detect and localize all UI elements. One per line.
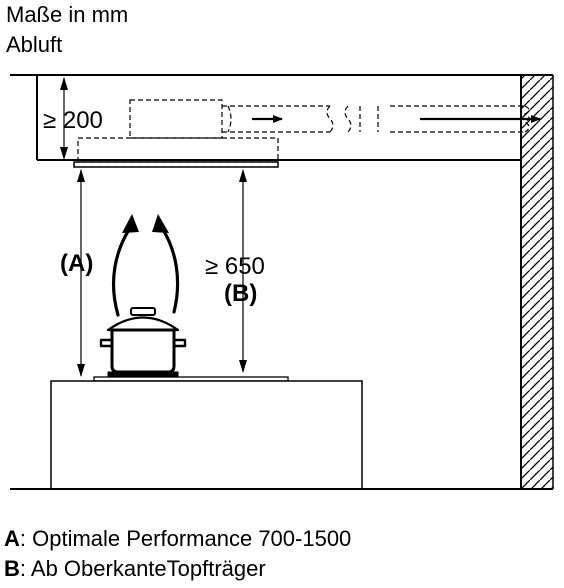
legend-b-text: : Ab OberkanteTopfträger xyxy=(19,556,266,581)
ceiling-hood xyxy=(73,137,279,168)
legend-a: A: Optimale Performance 700-1500 xyxy=(4,526,351,552)
legend-a-text: : Optimale Performance 700-1500 xyxy=(19,526,352,551)
legend-b: B: Ab OberkanteTopfträger xyxy=(4,556,266,582)
height-a-label: (A) xyxy=(60,250,93,277)
bulkhead xyxy=(36,75,521,161)
height-a-dimension xyxy=(77,169,85,377)
kitchen-counter xyxy=(50,380,363,490)
height-b-label: (B) xyxy=(224,280,257,307)
height-b-dimension xyxy=(239,169,247,373)
duct-min-label: ≥ 200 xyxy=(43,107,103,134)
legend-a-key: A xyxy=(4,526,20,551)
diagram-subtitle: Abluft xyxy=(6,32,63,57)
steam-arrowhead xyxy=(122,214,139,233)
legend-b-key: B xyxy=(4,556,20,581)
wall-hatch xyxy=(520,75,554,490)
cooking-pot xyxy=(99,307,187,378)
duct-min-dimension xyxy=(60,77,68,160)
height-b-value: ≥ 650 xyxy=(205,253,265,280)
steam-arrowhead xyxy=(152,214,169,233)
diagram-title: Maße in mm xyxy=(6,2,129,27)
steam-arrows xyxy=(111,226,180,317)
